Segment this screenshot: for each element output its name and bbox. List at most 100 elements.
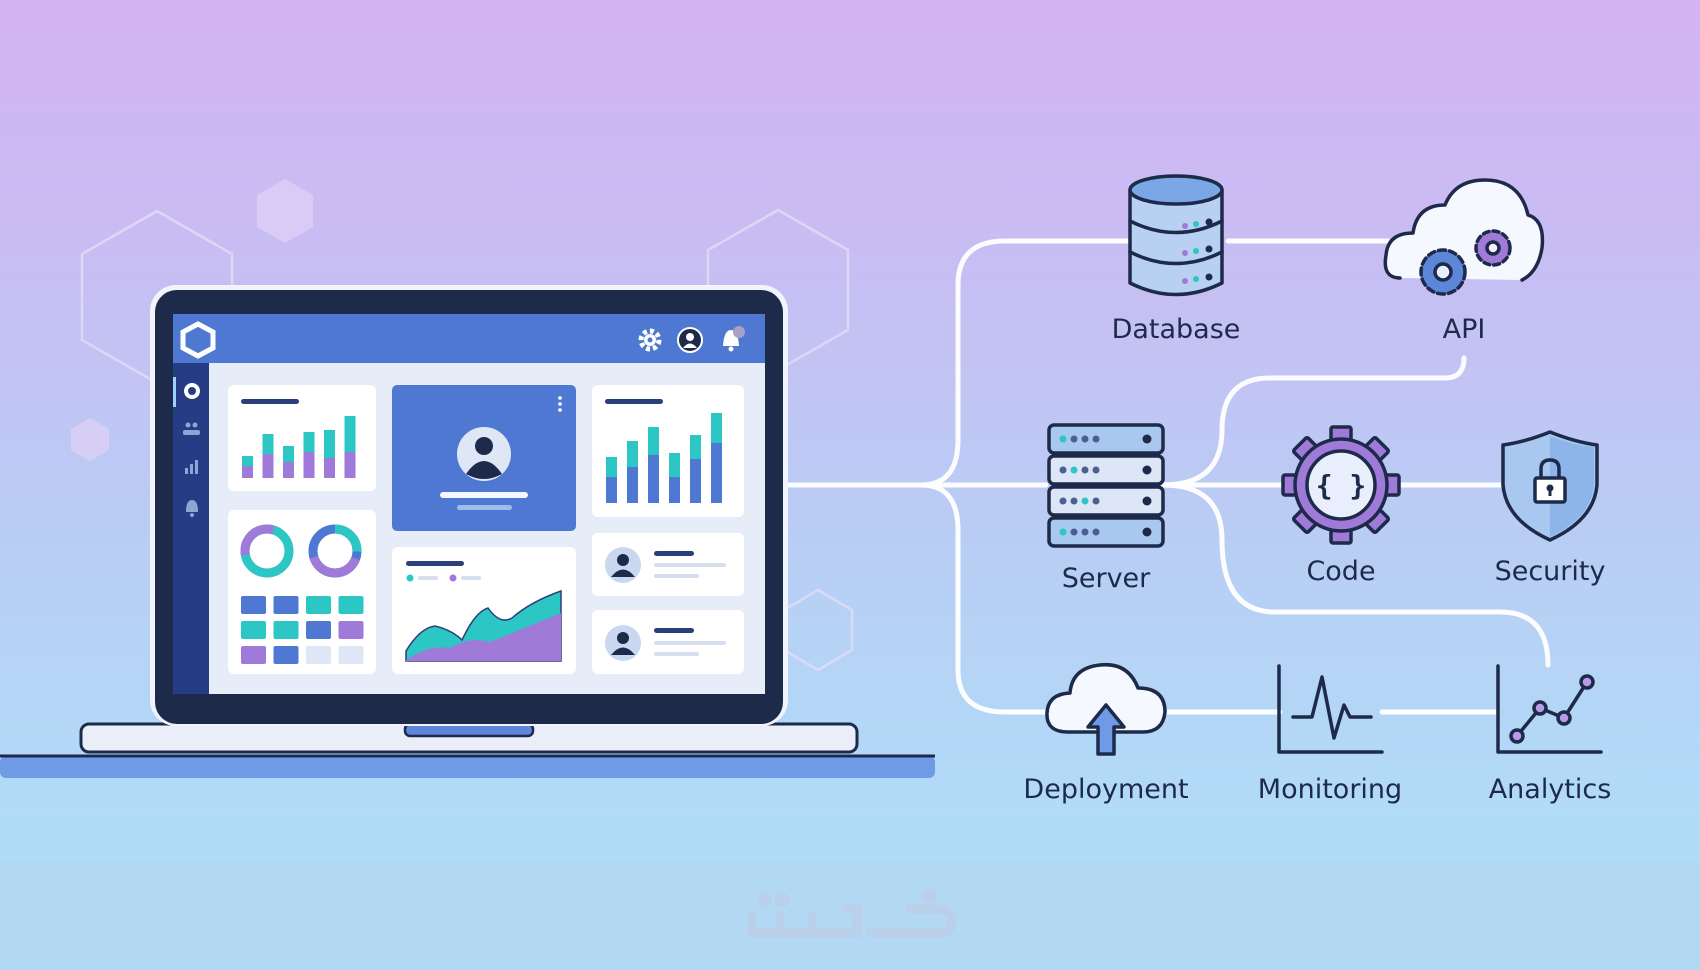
server-power-light (1142, 527, 1152, 537)
grid-tile (306, 621, 331, 639)
server-light (1092, 435, 1100, 443)
security-node: Security (1495, 430, 1606, 587)
sidebar-bell-icon[interactable] (186, 500, 198, 517)
deployment-node: Deployment (1023, 662, 1189, 805)
bar-segment (242, 456, 253, 466)
server-unit (1047, 423, 1165, 455)
database-icon (1128, 174, 1224, 297)
server-light (1070, 528, 1078, 536)
grid-tile (306, 646, 331, 664)
bar-segment (606, 457, 617, 477)
bar-segment (627, 441, 638, 467)
user-list-card (592, 533, 744, 596)
server-node: Server (1047, 423, 1165, 594)
server-unit (1047, 516, 1165, 548)
monitoring-label: Monitoring (1258, 774, 1402, 805)
grid-tile (273, 596, 299, 614)
grid-tile (338, 621, 364, 639)
sidebar-chart-icon[interactable] (185, 460, 198, 474)
bar-segment (283, 446, 294, 462)
server-light (1092, 466, 1100, 474)
bar-segment (324, 458, 335, 478)
bar-segment (669, 477, 680, 503)
bar-segment (303, 452, 315, 478)
server-light (1070, 497, 1078, 505)
app-header (173, 314, 765, 363)
cloud-upload-icon (1045, 662, 1167, 756)
server-light (1070, 466, 1078, 474)
api-label: API (1443, 314, 1486, 345)
code-node: { } Code (1281, 425, 1401, 587)
database-node: Database (1112, 174, 1241, 345)
laptop (0, 285, 935, 778)
code-braces: { } (1316, 469, 1367, 502)
connector-lines (783, 238, 1551, 715)
server-rack-icon (1047, 423, 1165, 548)
server-light (1059, 466, 1067, 474)
user-avatar-icon[interactable] (677, 327, 703, 353)
area-chart-card (392, 547, 576, 674)
bar-segment (648, 455, 659, 503)
bar-segment (344, 416, 356, 452)
cloud-gears-icon (1383, 178, 1545, 296)
bottom-band (0, 862, 1700, 970)
bar-segment (262, 434, 274, 454)
bar-segment (711, 413, 722, 443)
bar-segment (344, 452, 356, 478)
grid-tile (306, 596, 331, 614)
bar-chart-card-2 (592, 385, 744, 517)
server-light (1059, 497, 1067, 505)
server-power-light (1142, 434, 1152, 444)
bar-segment (690, 459, 701, 503)
sidebar-users-icon[interactable] (183, 422, 200, 436)
bar-segment (303, 432, 315, 452)
database-label: Database (1112, 314, 1241, 345)
bar-segment (627, 467, 638, 503)
monitoring-node: Monitoring (1258, 664, 1402, 805)
server-light (1081, 435, 1089, 443)
server-label: Server (1062, 563, 1151, 594)
grid-tile (241, 621, 266, 639)
app-logo-hexagon (180, 321, 216, 359)
desk-surface (0, 756, 935, 778)
more-options-icon[interactable] (558, 396, 562, 412)
donut-grid-card (228, 510, 376, 674)
bar-segment (648, 427, 659, 455)
grid-tile (241, 646, 266, 664)
analytics-label: Analytics (1489, 774, 1612, 805)
server-light (1081, 466, 1089, 474)
gear-icon[interactable] (638, 328, 662, 352)
grid-tile (273, 646, 299, 664)
code-label: Code (1306, 556, 1375, 587)
security-label: Security (1495, 556, 1606, 587)
bar-segment (669, 453, 680, 477)
user-list-card-2 (592, 610, 744, 674)
grid-tile (338, 596, 364, 614)
server-unit (1047, 485, 1165, 517)
bell-icon[interactable] (723, 326, 745, 352)
app-sidebar (173, 363, 209, 694)
deployment-label: Deployment (1023, 774, 1188, 805)
server-light (1081, 497, 1089, 505)
server-light (1081, 528, 1089, 536)
grid-tile (338, 646, 364, 664)
grid-tile (273, 621, 299, 639)
grid-tile (241, 596, 266, 614)
background-hexagons-filled (71, 179, 313, 461)
sidebar-home-icon[interactable] (184, 383, 200, 399)
server-light (1059, 528, 1067, 536)
bar-segment (606, 477, 617, 503)
server-light (1092, 528, 1100, 536)
line-chart-icon (1496, 664, 1603, 754)
bar-segment (242, 466, 253, 478)
server-light (1070, 435, 1078, 443)
bar-chart-card (228, 385, 376, 491)
heartbeat-monitor-icon (1277, 664, 1384, 754)
code-gear-icon: { } (1281, 425, 1401, 545)
profile-card (392, 385, 576, 531)
bar-segment (283, 462, 294, 478)
analytics-node: Analytics (1489, 664, 1612, 805)
server-power-light (1142, 465, 1152, 475)
server-light (1092, 497, 1100, 505)
